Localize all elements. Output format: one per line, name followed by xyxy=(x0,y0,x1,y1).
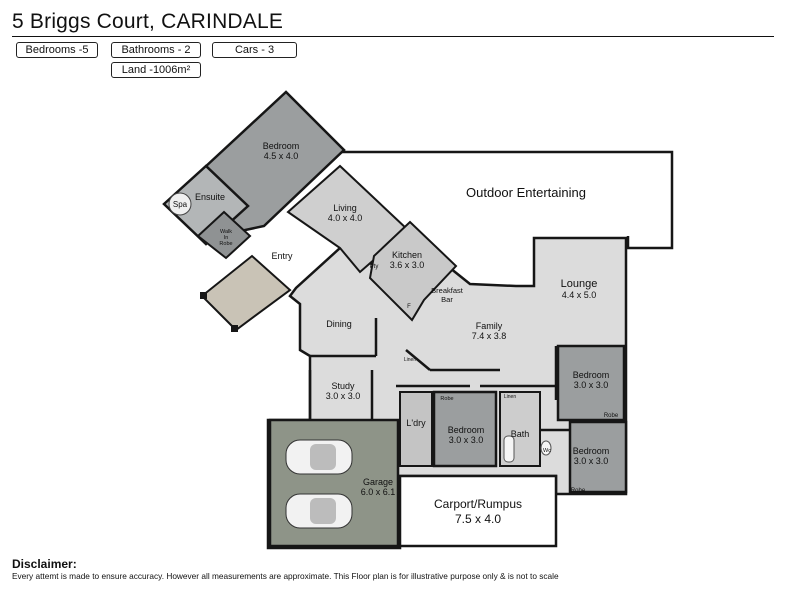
entry-label: Entry xyxy=(271,251,293,261)
car-top xyxy=(285,439,353,475)
toilet xyxy=(540,440,552,456)
breakfast-bar-label-2: Bar xyxy=(441,295,453,304)
wir-label-2: In xyxy=(224,235,229,241)
bedroom-center-label: Bedroom xyxy=(448,425,485,435)
bedroom-master-size: 4.5 x 4.0 xyxy=(264,151,299,161)
bedroom-right-bottom-label: Bedroom xyxy=(573,446,610,456)
spa-label: Spa xyxy=(173,200,188,209)
car-bottom xyxy=(285,493,353,529)
family-label: Family xyxy=(476,321,503,331)
spa-tub xyxy=(168,192,192,216)
lounge-size: 4.4 x 5.0 xyxy=(562,290,597,300)
bath-label: Bath xyxy=(511,429,530,439)
entry-porch-floor xyxy=(200,254,292,332)
bathtub xyxy=(503,435,515,463)
outdoor-entertaining-outline xyxy=(322,150,674,250)
disclaimer-heading: Disclaimer: xyxy=(12,557,77,571)
linen-bath-label: Linen xyxy=(504,394,516,400)
cars-badge: Cars - 3 xyxy=(212,42,297,58)
floor-fills xyxy=(162,90,628,550)
bedroom-right-bottom-floor xyxy=(568,420,628,494)
kitchen-label: Kitchen xyxy=(392,250,422,260)
wc-label: Wc xyxy=(543,448,551,454)
bedrooms-badge: Bedrooms -5 xyxy=(16,42,98,58)
robe-right-top-label: Robe xyxy=(604,413,619,419)
living-label: Living xyxy=(333,203,357,213)
robe-center-label: Robe xyxy=(440,396,453,402)
ensuite-label: Ensuite xyxy=(195,192,225,202)
bedroom-right-top-floor xyxy=(556,344,626,422)
disclaimer-text: Every attemt is made to ensure accuracy.… xyxy=(12,571,559,581)
laundry-label: L'dry xyxy=(406,418,426,428)
page-title: 5 Briggs Court, CARINDALE xyxy=(12,10,284,33)
bathrooms-badge: Bathrooms - 2 xyxy=(111,42,201,58)
title-divider xyxy=(12,36,774,37)
garage-size: 6.0 x 6.1 xyxy=(361,487,396,497)
carport-size: 7.5 x 4.0 xyxy=(455,512,501,526)
family-size: 7.4 x 3.8 xyxy=(472,331,507,341)
carport-floor xyxy=(398,474,558,548)
land-badge: Land -1006m² xyxy=(111,62,201,78)
outdoor-label: Outdoor Entertaining xyxy=(466,185,586,200)
bedroom-right-bottom-size: 3.0 x 3.0 xyxy=(574,456,609,466)
interior-walls xyxy=(308,318,570,432)
bedroom-right-top-size: 3.0 x 3.0 xyxy=(574,380,609,390)
linen-family-label: Linen xyxy=(404,357,416,363)
study-size: 3.0 x 3.0 xyxy=(326,391,361,401)
bedroom-master-label: Bedroom xyxy=(263,141,300,151)
lounge-label: Lounge xyxy=(561,278,598,290)
wir-label-1: Walk xyxy=(220,229,232,235)
kitchen-floor xyxy=(368,220,458,322)
bedroom-center-floor xyxy=(432,390,498,468)
carport-label: Carport/Rumpus xyxy=(434,497,522,511)
bedroom-right-top-label: Bedroom xyxy=(573,370,610,380)
fridge-label: F xyxy=(407,304,411,310)
living-size: 4.0 x 4.0 xyxy=(328,213,363,223)
laundry-floor xyxy=(399,391,433,467)
garage-label: Garage xyxy=(363,477,393,487)
walk-in-robe-floor xyxy=(196,210,252,260)
breakfast-bar-label-1: Breakfast xyxy=(431,286,464,295)
kitchen-size: 3.6 x 3.0 xyxy=(390,260,425,270)
bedroom-center-size: 3.0 x 3.0 xyxy=(449,435,484,445)
pantry-label: Pty xyxy=(370,264,379,270)
study-label: Study xyxy=(331,381,355,391)
dining-label: Dining xyxy=(326,319,352,329)
robe-right-bottom-label: Robe xyxy=(571,488,586,494)
wir-label-3: Robe xyxy=(219,241,232,247)
